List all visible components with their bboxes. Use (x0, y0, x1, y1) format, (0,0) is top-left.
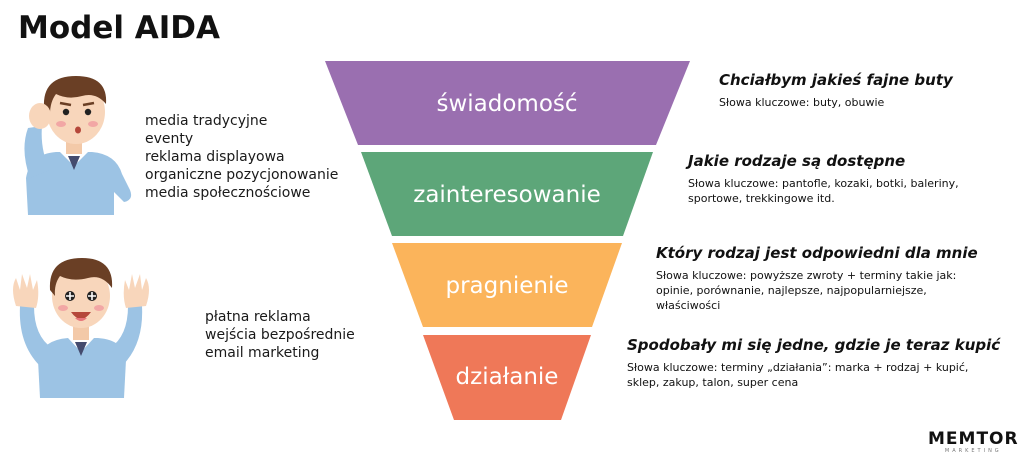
excited-person-icon (13, 258, 149, 398)
page-title: Model AIDA (18, 10, 221, 46)
funnel-stage-awareness (325, 61, 690, 145)
stage-keywords: Słowa kluczowe: powyższe zwroty + termin… (656, 269, 957, 312)
stage-heading: Chciałbym jakieś fajne buty (719, 71, 953, 89)
stage-heading: Który rodzaj jest odpowiedni dla mnie (656, 244, 978, 262)
stage-heading: Jakie rodzaje są dostępne (688, 152, 906, 170)
channel-item: email marketing (205, 345, 320, 361)
stage-keywords: Słowa kluczowe: buty, obuwie (719, 96, 885, 109)
stage-label-desire: pragnienie (446, 273, 569, 299)
funnel-stage-interest (361, 152, 653, 236)
channels-list-bottom: płatna reklama wejścia bezpośrednie emai… (205, 308, 355, 362)
stage-label-awareness: świadomość (436, 91, 577, 117)
channel-item: media tradycyjne (145, 113, 268, 129)
channel-item: płatna reklama (205, 309, 311, 325)
stage-label-action: działanie (456, 364, 559, 390)
logo-tagline: MARKETING (944, 448, 1002, 454)
channel-item: organiczne pozycjonowanie (145, 167, 339, 183)
channels-list-top: media tradycyjne eventy reklama displayo… (145, 112, 338, 202)
stage-description-desire: Który rodzaj jest odpowiedni dla mnie Sł… (656, 244, 978, 313)
memtor-logo: MEMTOR MARKETING (928, 430, 1019, 455)
stage-description-awareness: Chciałbym jakieś fajne buty Słowa kluczo… (719, 71, 953, 110)
channel-item: wejścia bezpośrednie (205, 327, 355, 343)
funnel-stage-action (423, 335, 591, 420)
stage-keywords: Słowa kluczowe: terminy „działania”: mar… (627, 361, 969, 389)
stage-keywords: Słowa kluczowe: pantofle, kozaki, botki,… (688, 177, 959, 205)
stage-description-interest: Jakie rodzaje są dostępne Słowa kluczowe… (688, 152, 968, 206)
logo-wordmark: MEMTOR (928, 429, 1019, 449)
thinking-person-icon (24, 76, 132, 215)
channel-item: reklama displayowa (145, 149, 285, 165)
channel-item: eventy (145, 131, 194, 147)
stage-description-action: Spodobały mi się jedne, gdzie je teraz k… (627, 336, 1001, 390)
funnel-stage-desire (392, 243, 622, 327)
stage-heading: Spodobały mi się jedne, gdzie je teraz k… (627, 336, 1001, 354)
stage-label-interest: zainteresowanie (413, 182, 600, 208)
channel-item: media społecznościowe (145, 185, 311, 201)
